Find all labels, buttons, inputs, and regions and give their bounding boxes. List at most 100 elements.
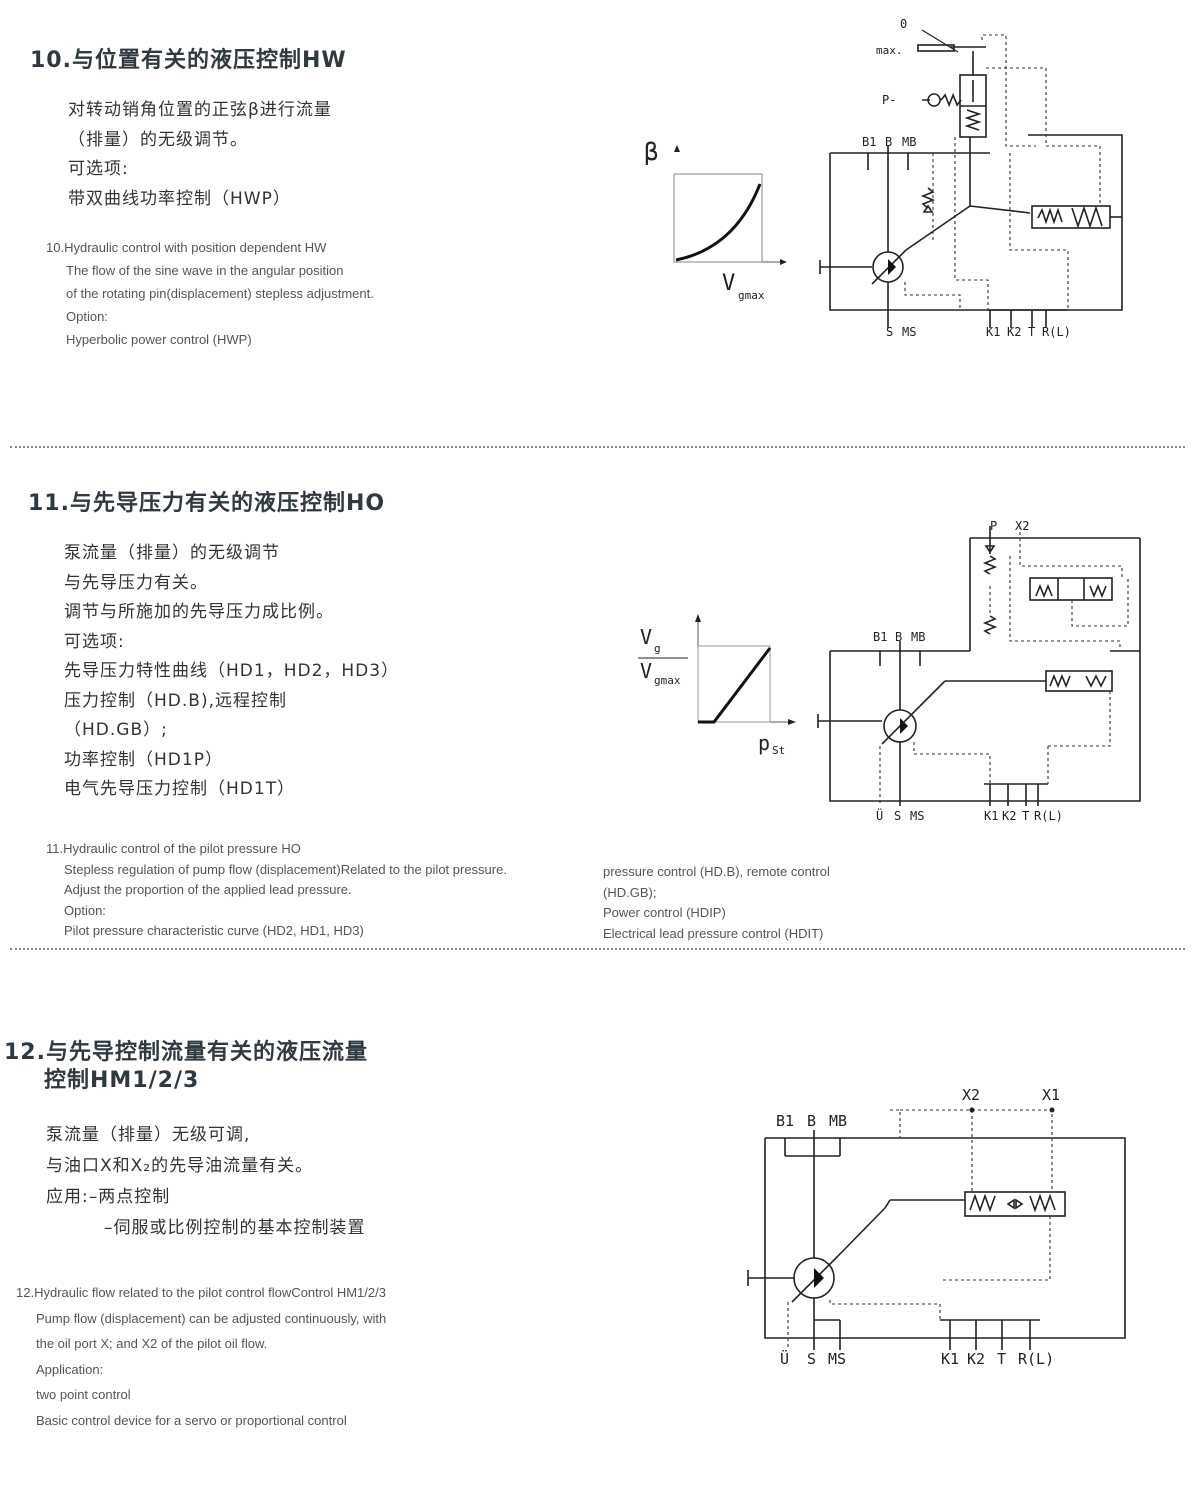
cn-line: 可选项: [64, 631, 125, 652]
schematic-label: X2 [962, 1086, 980, 1104]
cn-line: 调节与所施加的先导压力成比例。 [64, 602, 334, 622]
en-line: The flow of the sine wave in the angular… [66, 263, 344, 278]
en-line: 10.Hydraulic control with position depen… [46, 240, 327, 255]
en-line: the oil port X; and X2 of the pilot oil … [36, 1336, 268, 1351]
schematic-label: R(L) [1042, 325, 1071, 339]
section-12-title: 12.与先导控制流量有关的液压流量 控制HM1/2/3 [4, 1039, 368, 1095]
schematic-label: K1 [986, 325, 1000, 339]
schematic-label: X2 [1015, 519, 1029, 533]
section-12-title-line: 控制HM1/2/3 [44, 1068, 200, 1093]
schematic-label: MB [829, 1112, 847, 1130]
section-10-cn-text: 对转动销角位置的正弦β进行流量 （排量）的无级调节。 可选项: 带双曲线功率控制… [68, 96, 332, 214]
schematic-label: B [885, 135, 892, 149]
en-line: Adjust the proportion of the applied lea… [64, 882, 352, 897]
schematic-label: Ü [780, 1349, 789, 1368]
section-11-en-text-right: pressure control (HD.B), remote control … [603, 862, 830, 944]
en-line: Electrical lead pressure control (HDIT) [603, 925, 824, 941]
en-line: (HD.GB); [603, 884, 657, 900]
schematic-label: MB [902, 135, 916, 149]
en-line: Stepless regulation of pump flow (displa… [64, 861, 507, 877]
cn-line: （排量）的无级调节。 [68, 129, 248, 150]
graph-x-label-sub: gmax [738, 289, 765, 302]
graph-y-label: β [644, 138, 658, 166]
en-line: Hyperbolic power control (HWP) [66, 332, 252, 347]
graph-x-label: p [758, 731, 770, 755]
en-line: Option: [66, 309, 108, 324]
schematic-label: T [1022, 809, 1029, 823]
en-line: Option: [64, 902, 106, 918]
section-divider [10, 948, 1185, 950]
schematic-label: 0 [900, 17, 907, 31]
graph-y-num: V [640, 625, 652, 649]
graph-y-num-sub: g [654, 642, 661, 655]
schematic-label: K2 [1002, 809, 1016, 823]
en-line: two point control [36, 1387, 131, 1402]
schematic-label: max. [876, 44, 903, 57]
cn-line: 可选项: [68, 159, 129, 179]
section-10-curve-graph: β V gmax [644, 138, 787, 302]
schematic-label: S [807, 1350, 816, 1368]
cn-line: 与先导压力有关。 [64, 572, 208, 593]
en-line: Application: [36, 1361, 104, 1377]
schematic-label: T [997, 1350, 1006, 1368]
section-10-title: 10.与位置有关的液压控制HW [30, 48, 347, 73]
graph-x-label-sub: St [772, 744, 785, 757]
schematic-label: S [894, 809, 901, 823]
section-12-cn-text: 泵流量（排量）无级可调, 与油口X和X₂的先导油流量有关。 应用:–两点控制 –… [46, 1120, 366, 1244]
schematic-label: MS [828, 1350, 846, 1368]
en-line: 11.Hydraulic control of the pilot pressu… [46, 841, 301, 856]
schematic-label: MS [902, 325, 916, 339]
section-divider [10, 446, 1185, 448]
schematic-label: MS [910, 809, 924, 823]
section-10-hydraulic-schematic: 0 max. P- B1 B MB S MS K1 K2 T R(L) [819, 17, 1123, 339]
cn-line: 电气先导压力控制（HD1T） [64, 779, 296, 799]
schematic-label: K1 [941, 1350, 959, 1368]
cn-line: 与油口X和X₂的先导油流量有关。 [46, 1156, 314, 1176]
schematic-label: K2 [1007, 325, 1021, 339]
section-12-title-line: 12.与先导控制流量有关的液压流量 [4, 1040, 368, 1065]
graph-y-den-sub: gmax [654, 674, 681, 687]
graph-y-den: V [640, 659, 652, 683]
cn-line: 应用:–两点控制 [46, 1187, 171, 1207]
en-line: pressure control (HD.B), remote control [603, 864, 830, 879]
section-12-hydraulic-schematic: X2 X1 B1 B MB Ü S MS K1 K2 T R(L) [747, 1086, 1126, 1368]
schematic-label: K1 [984, 809, 998, 823]
en-line: Pilot pressure characteristic curve (HD2… [64, 923, 364, 938]
schematic-label: S [886, 325, 893, 339]
cn-line: （HD.GB）; [64, 720, 168, 740]
schematic-label: X1 [1042, 1086, 1060, 1104]
cn-line: 泵流量（排量）无级可调, [46, 1125, 251, 1145]
schematic-label: P- [882, 93, 896, 107]
cn-line: 先导压力特性曲线（HD1，HD2，HD3） [64, 661, 400, 681]
section-10-en-text: 10.Hydraulic control with position depen… [46, 236, 374, 351]
graph-x-label: V [722, 271, 735, 296]
en-line: Basic control device for a servo or prop… [36, 1412, 347, 1428]
schematic-label: P [990, 519, 997, 533]
cn-line: 带双曲线功率控制（HWP） [68, 188, 291, 209]
cn-line: –伺服或比例控制的基本控制装置 [104, 1218, 366, 1238]
section-12-en-text: 12.Hydraulic flow related to the pilot c… [16, 1280, 386, 1433]
section-11-title: 11.与先导压力有关的液压控制HO [28, 491, 386, 516]
schematic-label: B [895, 630, 902, 644]
en-line: 12.Hydraulic flow related to the pilot c… [16, 1285, 386, 1300]
en-line: Power control (HDIP) [603, 905, 726, 920]
schematic-label: B [807, 1112, 816, 1130]
schematic-label: R(L) [1034, 809, 1063, 823]
schematic-label: B1 [862, 135, 876, 149]
schematic-label: T [1028, 325, 1035, 339]
en-line: Pump flow (displacement) can be adjusted… [36, 1310, 387, 1326]
section-11-linear-graph: V g V gmax p St [638, 614, 796, 757]
cn-line: 泵流量（排量）的无级调节 [64, 543, 280, 563]
en-line: of the rotating pin(displacement) steple… [66, 286, 374, 301]
section-11-cn-text: 泵流量（排量）的无级调节 与先导压力有关。 调节与所施加的先导压力成比例。 可选… [64, 539, 399, 805]
schematic-label: MB [911, 630, 925, 644]
cn-line: 对转动销角位置的正弦β进行流量 [68, 100, 332, 120]
schematic-label: B1 [873, 630, 887, 644]
section-11-en-text-left: 11.Hydraulic control of the pilot pressu… [46, 839, 507, 942]
schematic-label: B1 [776, 1112, 794, 1130]
schematic-label: R(L) [1018, 1350, 1054, 1368]
schematic-label: K2 [967, 1350, 985, 1368]
section-11-hydraulic-schematic: P X2 B1 B MB Ü S MS K1 K2 T R(L) [817, 519, 1141, 823]
cn-line: 压力控制（HD.B),远程控制 [64, 690, 287, 711]
schematic-label: Ü [876, 807, 883, 823]
